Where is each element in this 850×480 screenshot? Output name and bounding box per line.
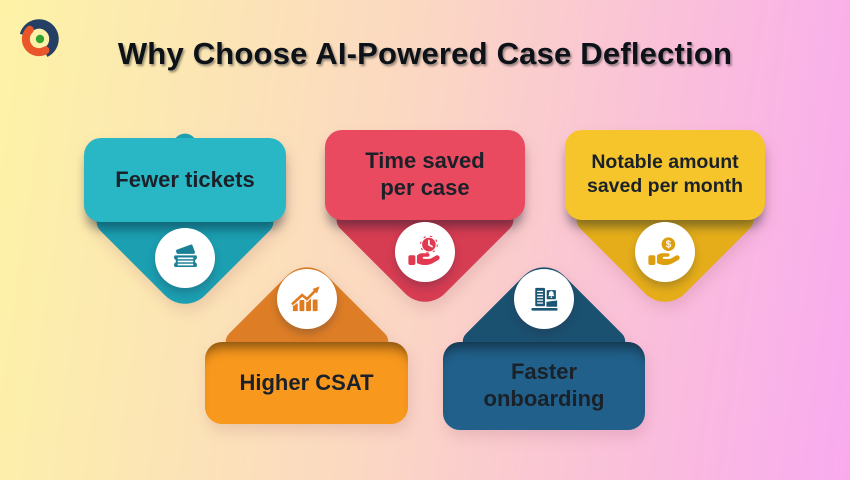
growth-chart-icon: [290, 285, 320, 311]
bubble-faster-onboarding: Faster onboarding: [443, 255, 645, 430]
svg-text:$: $: [665, 239, 671, 250]
brand-logo-icon: [19, 19, 59, 57]
icon-circle: $: [635, 222, 695, 282]
onboarding-laptop-icon: [530, 287, 558, 311]
bubble-box: Higher CSAT: [205, 342, 408, 424]
bubble-box: Notable amount saved per month: [565, 130, 765, 220]
icon-circle: [514, 269, 574, 329]
bubble-amount-saved: Notable amount saved per month $: [565, 126, 765, 314]
bubble-box: Fewer tickets: [84, 138, 286, 222]
tickets-icon: [170, 244, 200, 269]
bubble-label: Higher CSAT: [239, 369, 374, 395]
page-title: Why Choose AI-Powered Case Deflection: [117, 36, 733, 71]
bubble-box: Time saved per case: [325, 130, 525, 220]
bubble-label: Time saved per case: [365, 148, 485, 200]
icon-circle: [276, 269, 337, 329]
bubble-time-saved: Time saved per case: [325, 126, 525, 314]
icon-circle: [155, 228, 215, 288]
bubble-higher-csat: Higher CSAT: [205, 255, 408, 429]
clock-in-hand-icon: [407, 235, 440, 265]
bubble-label: Faster onboarding: [483, 359, 605, 411]
bubble-label: Notable amount saved per month: [586, 151, 744, 197]
bubble-label: Fewer tickets: [115, 166, 255, 192]
icon-circle: [395, 222, 455, 282]
dollar-in-hand-icon: $: [647, 236, 680, 265]
bubble-fewer-tickets: Fewer tickets: [84, 128, 286, 316]
bubble-box: Faster onboarding: [443, 342, 645, 430]
